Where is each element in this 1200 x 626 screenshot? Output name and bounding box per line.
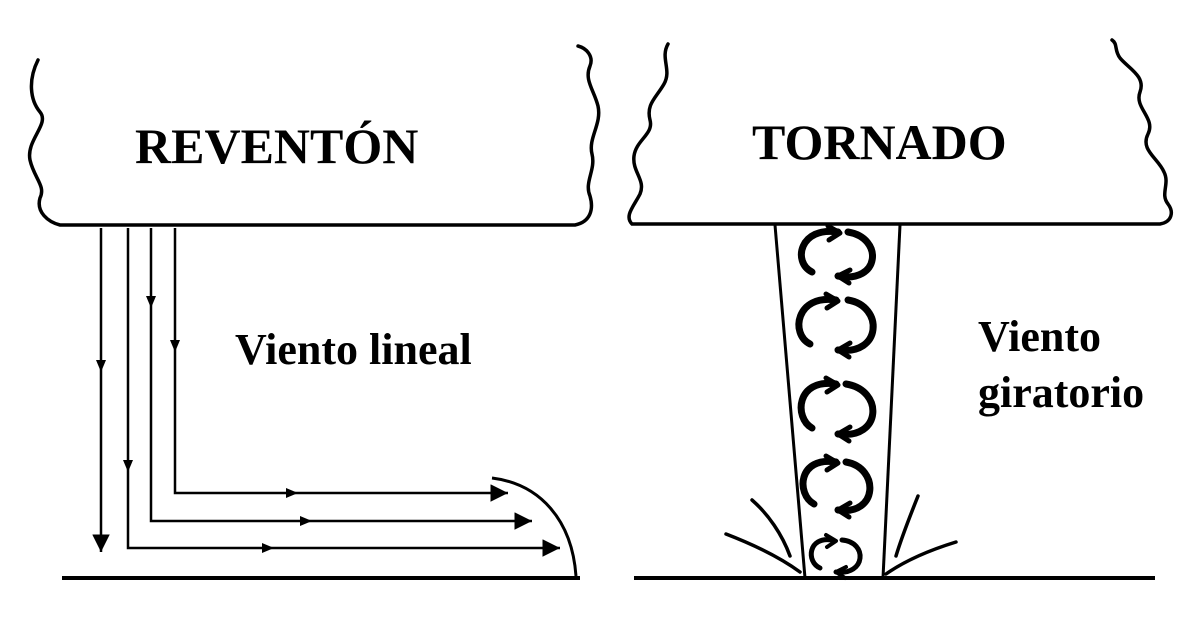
rotation-loop-4 <box>799 457 874 514</box>
rotation-loop-1-arrow <box>825 223 843 243</box>
rotation-loop-3-arrow <box>835 424 853 444</box>
mid-arrow <box>286 488 298 498</box>
downburst-title: REVENTÓN <box>135 118 419 174</box>
straight-wind-label: Viento lineal <box>235 325 472 374</box>
mid-arrow <box>146 296 156 308</box>
funnel-wall-left <box>773 224 807 579</box>
rotation-loop-5-arrow <box>824 533 838 549</box>
debris-swirl-lines <box>724 494 958 576</box>
rotation-loop-5-arrow <box>834 565 848 580</box>
rotation-loop-1-arrow <box>835 267 853 286</box>
mid-arrows <box>96 296 312 553</box>
debris-line-right-inner <box>894 494 920 558</box>
straight-wind-lines <box>92 228 560 557</box>
downburst-cloud <box>27 44 601 227</box>
rotating-wind-label-line2: giratorio <box>978 368 1145 417</box>
funnel-wall-right <box>881 224 902 579</box>
downburst-panel <box>27 44 601 580</box>
rotation-loop-3 <box>797 379 877 438</box>
debris-line-right-outer <box>884 540 958 576</box>
debris-line-left-outer <box>724 532 802 574</box>
downdraft-line-2 <box>126 228 560 557</box>
rotating-wind-label-line1: Viento <box>978 312 1102 361</box>
mid-arrow <box>262 543 274 553</box>
downdraft-line-3 <box>149 228 532 530</box>
rotation-loop-1 <box>798 227 876 281</box>
mid-arrow <box>123 460 133 472</box>
rotation-loop-3-arrow <box>823 375 841 395</box>
rotation-loop-2-arrow <box>835 340 853 360</box>
downdraft-line-4 <box>173 228 508 502</box>
outflow-front-curve <box>491 476 578 577</box>
rotation-loop-2 <box>795 295 877 354</box>
debris-line-left-inner <box>750 498 792 558</box>
rotation-loops <box>795 223 877 580</box>
tornado-funnel-walls <box>773 224 902 579</box>
rotation-loop-5 <box>808 537 863 575</box>
tornado-cloud <box>627 38 1174 226</box>
tornado-title: TORNADO <box>752 114 1007 170</box>
rotation-loop-4-arrow <box>835 500 853 520</box>
mid-arrow <box>300 516 312 526</box>
rotation-loop-2-arrow <box>823 291 841 311</box>
rotation-loop-4-arrow <box>823 453 841 473</box>
mid-arrow <box>96 360 106 372</box>
mid-arrow <box>170 340 180 352</box>
tornado-panel <box>627 38 1174 580</box>
